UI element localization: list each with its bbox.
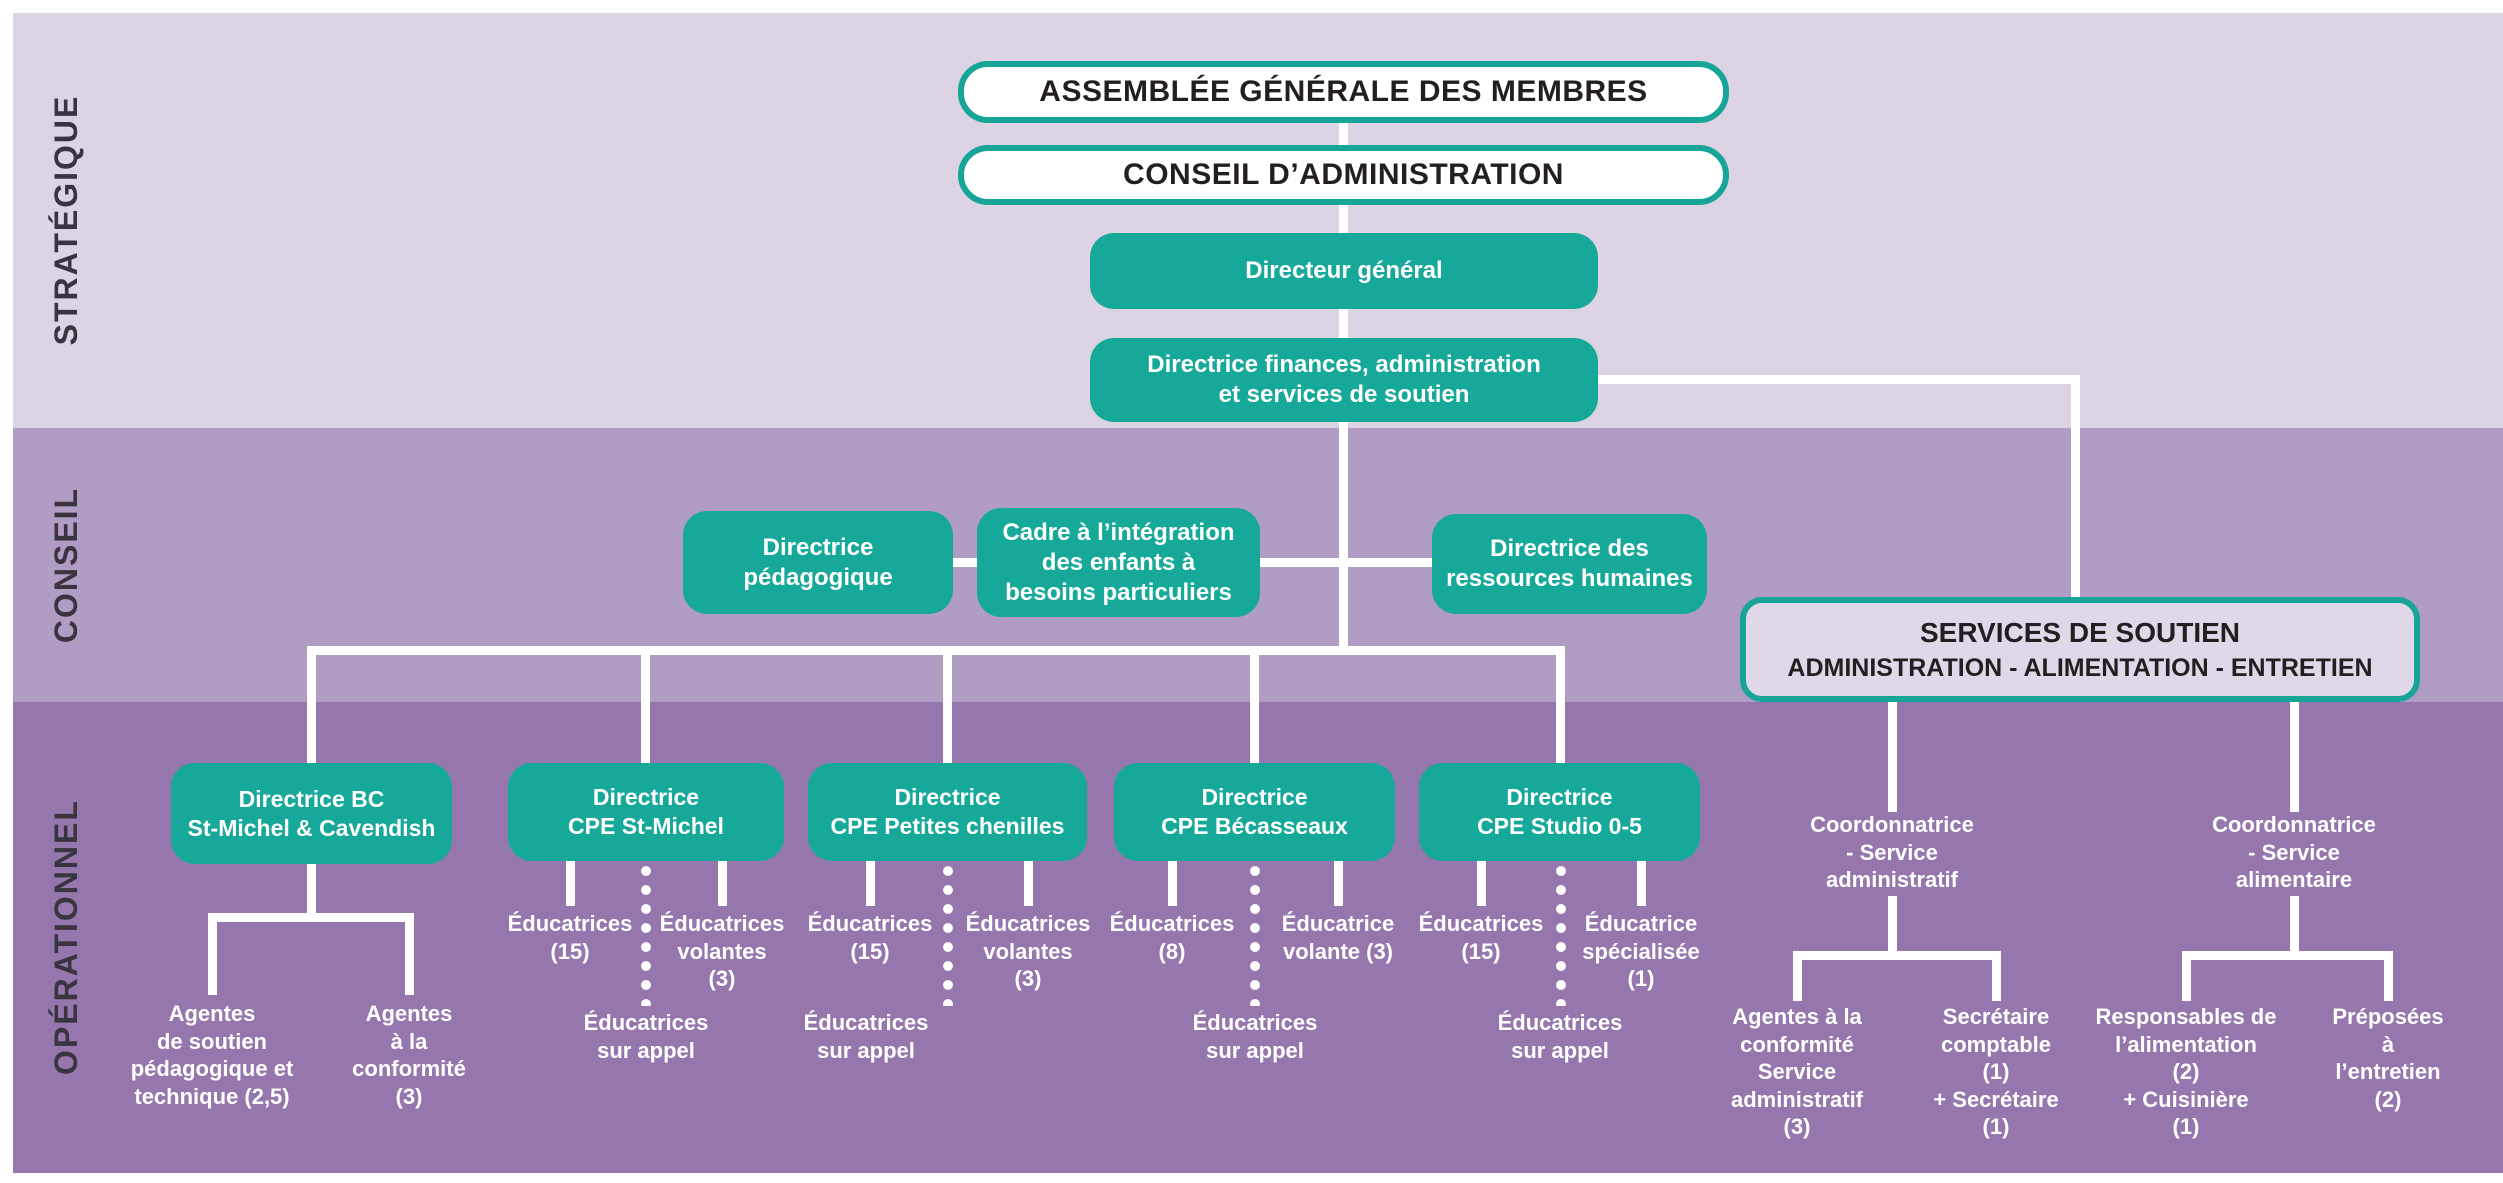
node-cpe-st-michel: Directrice CPE St-Michel <box>508 763 784 861</box>
label-bec-sur-appel: Éducatrices sur appel <box>1192 1010 1318 1063</box>
dotted-stm-sur-appel <box>641 866 651 1006</box>
band-label-conseil: CONSEIL <box>47 486 84 644</box>
node-directrice-pedagogique: Directrice pédagogique <box>683 511 953 614</box>
admin-tree-stem <box>1888 896 1897 956</box>
admin-tree-right <box>1992 951 2001 1001</box>
tick-bec-educatrices <box>1168 858 1177 906</box>
node-cpe-studio: Directrice CPE Studio 0-5 <box>1419 763 1700 861</box>
connector-cadre-rh <box>1258 558 1435 567</box>
label-stu-educatrices: Éducatrices (15) <box>1418 911 1544 964</box>
node-assemblee-generale: ASSEMBLÉE GÉNÉRALE DES MEMBRES <box>958 61 1729 123</box>
tick-stu-educatrices <box>1477 858 1486 906</box>
bc-tree-left <box>208 913 217 995</box>
alim-tree-stem <box>2290 896 2299 956</box>
dotted-pc-sur-appel <box>943 866 953 1006</box>
drop-coord-alim <box>2290 700 2299 812</box>
node-directrice-rh: Directrice des ressources humaines <box>1432 514 1707 614</box>
drop-petites-chenilles <box>943 646 952 765</box>
drop-becasseaux <box>1250 646 1259 765</box>
bc-tree-stem <box>307 862 316 918</box>
bc-tree-right <box>405 913 414 995</box>
label-pc-volantes: Éducatrices volantes (3) <box>965 911 1091 991</box>
connector-conseil-directeur <box>1339 204 1348 235</box>
alim-tree-left <box>2182 951 2191 1001</box>
node-directrice-finances: Directrice finances, administration et s… <box>1090 338 1598 422</box>
services-soutien-subtitle: ADMINISTRATION - ALIMENTATION - ENTRETIE… <box>1787 653 2373 682</box>
drop-coord-admin <box>1888 700 1897 812</box>
connector-main-horizontal <box>307 646 1565 655</box>
drop-studio <box>1556 646 1565 765</box>
admin-tree-left <box>1793 951 1802 1001</box>
node-directeur-general: Directeur général <box>1090 233 1598 309</box>
tick-stu-specialisee <box>1637 858 1646 906</box>
label-bec-educatrices: Éducatrices (8) <box>1109 911 1235 964</box>
band-label-operationnel: OPÉRATIONNEL <box>47 799 84 1075</box>
node-services-soutien: SERVICES DE SOUTIEN ADMINISTRATION - ALI… <box>1740 597 2420 702</box>
label-stu-specialisee: Éducatrice spécialisée (1) <box>1582 911 1700 991</box>
connector-assemblee-conseil <box>1339 122 1348 148</box>
label-stm-educatrices: Éducatrices (15) <box>507 911 633 964</box>
label-stm-volantes: Éducatrices volantes (3) <box>659 911 785 991</box>
label-alim-responsables: Responsables de l’alimentation (2) + Cui… <box>2095 1004 2277 1139</box>
label-stu-sur-appel: Éducatrices sur appel <box>1497 1010 1623 1063</box>
services-soutien-title: SERVICES DE SOUTIEN <box>1919 616 2240 648</box>
drop-bc <box>307 646 316 765</box>
node-conseil-administration: CONSEIL D’ADMINISTRATION <box>958 145 1729 205</box>
dotted-bec-sur-appel <box>1250 866 1260 1006</box>
label-stm-sur-appel: Éducatrices sur appel <box>583 1010 709 1063</box>
alim-tree-horizontal <box>2182 951 2393 960</box>
label-bc-agentes-conformite: Agentes à la conformité (3) <box>352 1001 466 1109</box>
label-admin-secretaire: Secrétaire comptable (1) + Secrétaire (1… <box>1933 1004 2059 1139</box>
connector-finances-spine <box>1339 420 1348 654</box>
connector-finances-services-v <box>2071 375 2080 603</box>
tick-pc-volantes <box>1024 858 1033 906</box>
node-cpe-becasseaux: Directrice CPE Bécasseaux <box>1114 763 1395 861</box>
label-coordonnatrice-admin: Coordonnatrice - Service administratif <box>1810 812 1974 892</box>
label-pc-educatrices: Éducatrices (15) <box>807 911 933 964</box>
drop-st-michel <box>641 646 650 765</box>
label-bc-agentes-soutien: Agentes de soutien pédagogique et techni… <box>130 1001 294 1109</box>
alim-tree-right <box>2384 951 2393 1001</box>
connector-finances-services-h <box>1596 375 2080 384</box>
admin-tree-horizontal <box>1793 951 2001 960</box>
node-directrice-bc: Directrice BC St-Michel & Cavendish <box>171 763 452 864</box>
label-admin-conformite: Agentes à la conformité Service administ… <box>1730 1004 1864 1139</box>
label-bec-volante: Éducatrice volante (3) <box>1281 911 1395 964</box>
tick-stm-volantes <box>718 858 727 906</box>
node-cadre-integration: Cadre à l’intégration des enfants à beso… <box>977 508 1260 617</box>
label-pc-sur-appel: Éducatrices sur appel <box>803 1010 929 1063</box>
tick-bec-volante <box>1334 858 1343 906</box>
connector-pedagogique-cadre <box>950 558 980 567</box>
connector-directeur-finances <box>1339 308 1348 340</box>
bc-tree-horizontal <box>208 913 414 922</box>
dotted-stu-sur-appel <box>1556 866 1566 1006</box>
label-coordonnatrice-alim: Coordonnatrice - Service alimentaire <box>2212 812 2376 892</box>
label-alim-preposees: Préposées à l’entretien (2) <box>2332 1004 2444 1112</box>
tick-stm-educatrices <box>566 858 575 906</box>
node-cpe-petites-chenilles: Directrice CPE Petites chenilles <box>808 763 1087 861</box>
tick-pc-educatrices <box>866 858 875 906</box>
